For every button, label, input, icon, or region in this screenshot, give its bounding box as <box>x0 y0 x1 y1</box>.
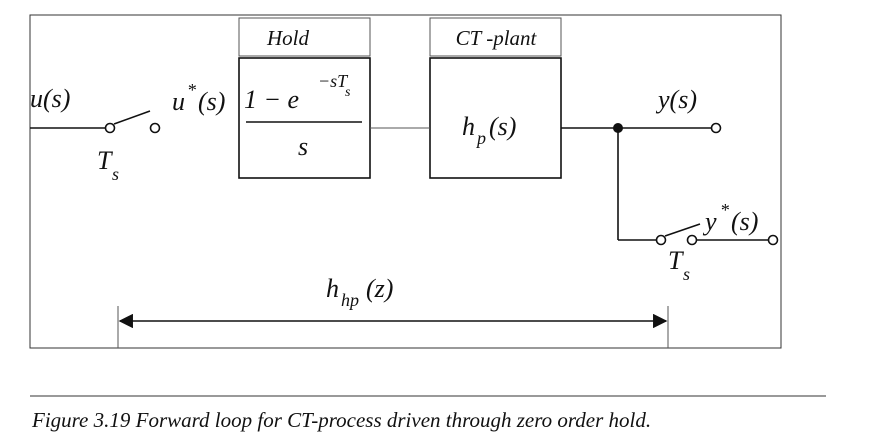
sampled-input-main: u <box>172 87 185 116</box>
plant-func-main: h <box>462 112 475 141</box>
sampled-input-sup: * <box>187 80 196 100</box>
sampled-output-sup: * <box>720 200 729 220</box>
output-signal-label: y(s) <box>655 85 697 114</box>
hold-exponent: −sT <box>318 71 349 91</box>
output-sampler-period-sub: s <box>683 264 690 284</box>
plant-block <box>429 57 562 179</box>
sampled-output-arg: (s) <box>731 207 758 236</box>
hold-exponent-sub: s <box>345 85 351 100</box>
figure-caption: Figure 3.19 Forward loop for CT-process … <box>31 408 651 432</box>
sampled-output-terminal <box>767 234 779 246</box>
plant-header: CT -plant <box>456 26 538 50</box>
plant-func-arg: (s) <box>489 112 516 141</box>
sampled-output-main: y <box>702 207 717 236</box>
hold-header: Hold <box>266 26 310 50</box>
sampled-input-arg: (s) <box>198 87 225 116</box>
output-sampler-terminal-a <box>655 234 667 246</box>
plant-func-sub: p <box>475 128 486 148</box>
plant-header-box <box>429 17 562 57</box>
span-label-main: h <box>326 274 339 303</box>
input-sampler-period-sub: s <box>112 164 119 184</box>
diagram-frame <box>29 14 782 349</box>
input-sampler-terminal-a <box>104 122 116 134</box>
output-terminal <box>710 122 722 134</box>
input-signal-label: u(s) <box>30 84 70 113</box>
span-label-arg: (z) <box>366 274 393 303</box>
hold-denominator: s <box>298 132 308 161</box>
span-label-sub: hp <box>341 290 359 310</box>
input-sampler-terminal-b <box>149 122 161 134</box>
output-sampler-terminal-b <box>686 234 698 246</box>
input-sampler-period: T <box>97 146 113 175</box>
output-sampler-period: T <box>668 246 684 275</box>
input-sampler-switch <box>113 110 151 125</box>
hold-block <box>238 57 371 179</box>
hold-numerator: 1 − e <box>244 85 299 114</box>
hold-header-box <box>238 17 371 57</box>
output-sampler-switch <box>664 223 701 237</box>
